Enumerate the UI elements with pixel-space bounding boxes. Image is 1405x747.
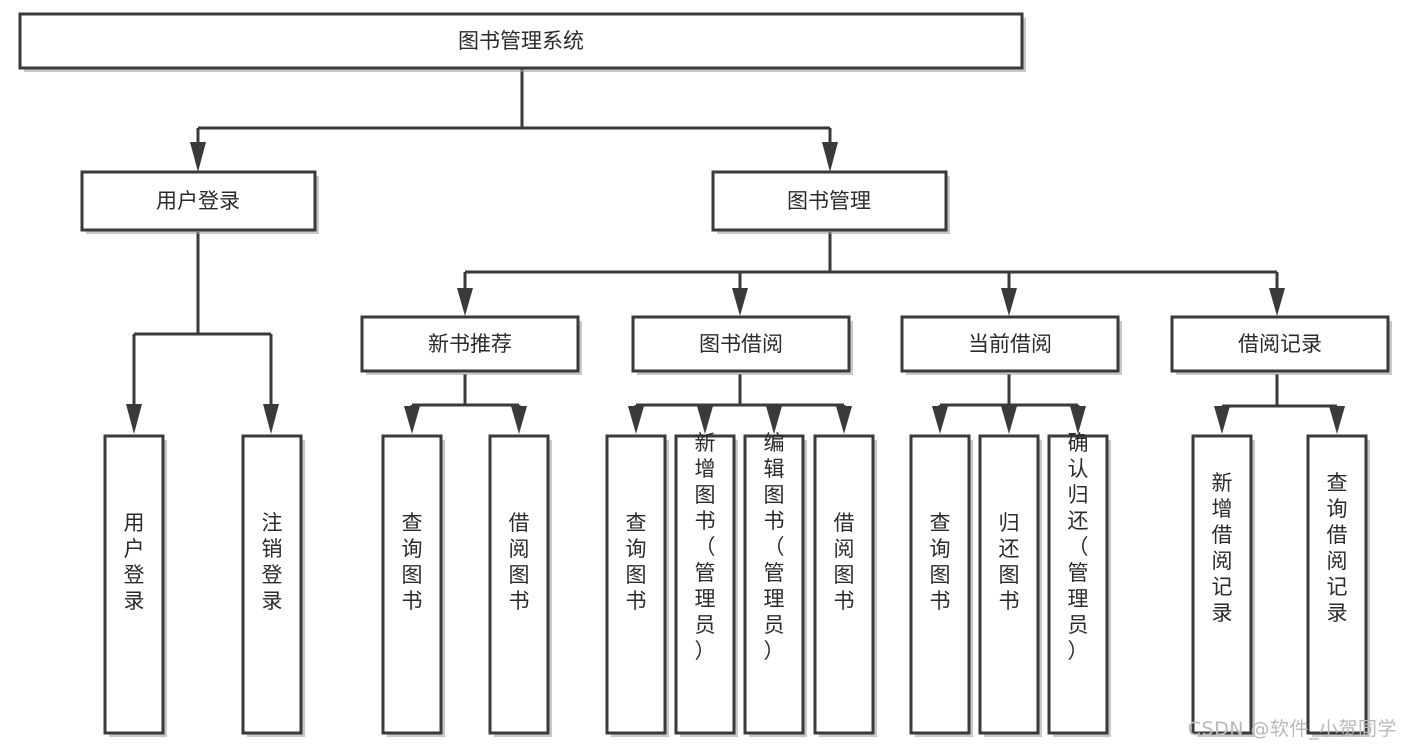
node-user-login[interactable]: 用户登录: [80, 170, 319, 234]
node-leaf-borrow-book[interactable]: 借阅图书: [813, 434, 877, 737]
connector-group-new-book-recommend: [404, 374, 527, 434]
arrow-head-leaf-query-book-recommend: [404, 406, 420, 434]
arrow-head-leaf-confirm-return-admin: [1070, 406, 1086, 434]
node-user-login-label: 用户登录: [156, 189, 240, 213]
node-current-borrow[interactable]: 当前借阅: [900, 315, 1122, 375]
node-root[interactable]: 图书管理系统: [18, 12, 1026, 72]
arrow-head-leaf-query-book-borrow: [628, 406, 644, 434]
node-leaf-logout-login[interactable]: 注销登录: [241, 434, 305, 737]
connector-group-book-borrow: [628, 374, 852, 434]
node-book-manage-label: 图书管理: [787, 189, 871, 213]
arrow-head-leaf-logout-login: [263, 404, 279, 434]
node-root-rect[interactable]: [18, 12, 1024, 70]
node-book-borrow-label: 图书借阅: [699, 332, 783, 356]
arrow-head-leaf-add-book-admin: [697, 406, 713, 434]
csdn-watermark: CSDN @软件_小贺同学: [1187, 718, 1397, 740]
leaf-rect[interactable]: [103, 434, 165, 735]
leaf-rect[interactable]: [1047, 434, 1109, 735]
node-borrow-record-rect[interactable]: [1170, 315, 1390, 373]
node-book-manage-rect[interactable]: [711, 170, 948, 232]
leaf-rect[interactable]: [1306, 434, 1368, 735]
node-leaf-add-borrow-record[interactable]: 新增借阅记录: [1191, 434, 1255, 737]
leaf-rect[interactable]: [674, 434, 736, 735]
node-book-borrow-rect[interactable]: [631, 315, 851, 373]
node-leaf-borrow-book-recommend[interactable]: 借阅图书: [488, 434, 552, 737]
connector-group-book-manage: [457, 232, 1285, 316]
node-leaf-confirm-return-admin[interactable]: 确认归还（管理员）: [1047, 431, 1111, 737]
leaf-label-vertical: 确认归还（管理员）: [1068, 431, 1089, 663]
leaf-label-vertical: 查询借阅记录: [1327, 471, 1348, 625]
arrow-head-borrow-record: [1269, 288, 1285, 316]
node-leaf-return-book[interactable]: 归还图书: [978, 434, 1042, 737]
arrow-head-leaf-edit-book-admin: [766, 406, 782, 434]
node-borrow-record[interactable]: 借阅记录: [1170, 315, 1392, 375]
leaf-rect[interactable]: [813, 434, 875, 735]
node-leaf-query-book-borrow[interactable]: 查询图书: [605, 434, 669, 737]
connector-group-current-borrow: [932, 374, 1086, 434]
node-leaf-edit-book-admin[interactable]: 编辑图书（管理员）: [743, 431, 807, 737]
node-book-manage[interactable]: 图书管理: [711, 170, 950, 234]
leaf-label-vertical: 用户登录: [124, 511, 145, 613]
leaf-rect[interactable]: [1191, 434, 1253, 735]
node-current-borrow-label: 当前借阅: [968, 332, 1052, 356]
arrow-head-book-borrow: [732, 288, 748, 316]
leaf-rect[interactable]: [909, 434, 971, 735]
arrow-head-user-login: [190, 142, 206, 172]
node-leaf-add-book-admin[interactable]: 新增图书（管理员）: [674, 431, 738, 737]
leaf-label-vertical: 查询图书: [626, 511, 647, 613]
leaf-rect[interactable]: [488, 434, 550, 735]
connector-group-user-login: [126, 232, 279, 434]
node-leaf-query-book-current[interactable]: 查询图书: [909, 434, 973, 737]
arrow-head-new-book-recommend: [457, 288, 473, 316]
node-user-login-rect[interactable]: [80, 170, 317, 232]
node-borrow-record-label: 借阅记录: [1238, 332, 1322, 356]
node-leaf-query-book-recommend[interactable]: 查询图书: [381, 434, 445, 737]
arrow-head-leaf-query-borrow-record: [1329, 406, 1345, 434]
leaf-rect[interactable]: [381, 434, 443, 735]
node-book-borrow[interactable]: 图书借阅: [631, 315, 853, 375]
connector-group-borrow-record: [1214, 374, 1345, 434]
arrow-head-leaf-borrow-book: [836, 406, 852, 434]
node-leaf-user-login[interactable]: 用户登录: [103, 434, 167, 737]
connector-group-root: [190, 68, 838, 172]
leaf-rect[interactable]: [605, 434, 667, 735]
arrow-head-leaf-add-borrow-record: [1214, 406, 1230, 434]
leaf-rect[interactable]: [743, 434, 805, 735]
leaf-label-vertical: 查询图书: [402, 511, 423, 613]
node-new-book-recommend-label: 新书推荐: [428, 332, 512, 356]
node-leaf-query-borrow-record[interactable]: 查询借阅记录: [1306, 434, 1370, 737]
leaf-label-vertical: 查询图书: [930, 511, 951, 613]
node-current-borrow-rect[interactable]: [900, 315, 1120, 373]
node-new-book-recommend[interactable]: 新书推荐: [360, 315, 582, 375]
arrow-head-leaf-query-book-current: [932, 406, 948, 434]
arrow-head-current-borrow: [1001, 288, 1017, 316]
arrow-head-leaf-borrow-book-recommend: [511, 406, 527, 434]
leaf-rect[interactable]: [978, 434, 1040, 735]
arrow-head-book-manage: [822, 142, 838, 172]
node-root-label: 图书管理系统: [458, 29, 584, 53]
leaf-label-vertical: 归还图书: [999, 511, 1020, 613]
leaf-label-vertical: 借阅图书: [834, 511, 855, 613]
leaf-label-vertical: 编辑图书（管理员）: [764, 431, 785, 663]
leaf-label-vertical: 新增图书（管理员）: [695, 431, 716, 663]
arrow-head-leaf-return-book: [1001, 406, 1017, 434]
leaf-label-vertical: 注销登录: [262, 511, 283, 613]
arrow-head-leaf-user-login: [126, 404, 142, 434]
leaf-rect[interactable]: [241, 434, 303, 735]
node-new-book-recommend-rect[interactable]: [360, 315, 580, 373]
leaf-label-vertical: 借阅图书: [509, 511, 530, 613]
leaf-label-vertical: 新增借阅记录: [1212, 471, 1233, 625]
